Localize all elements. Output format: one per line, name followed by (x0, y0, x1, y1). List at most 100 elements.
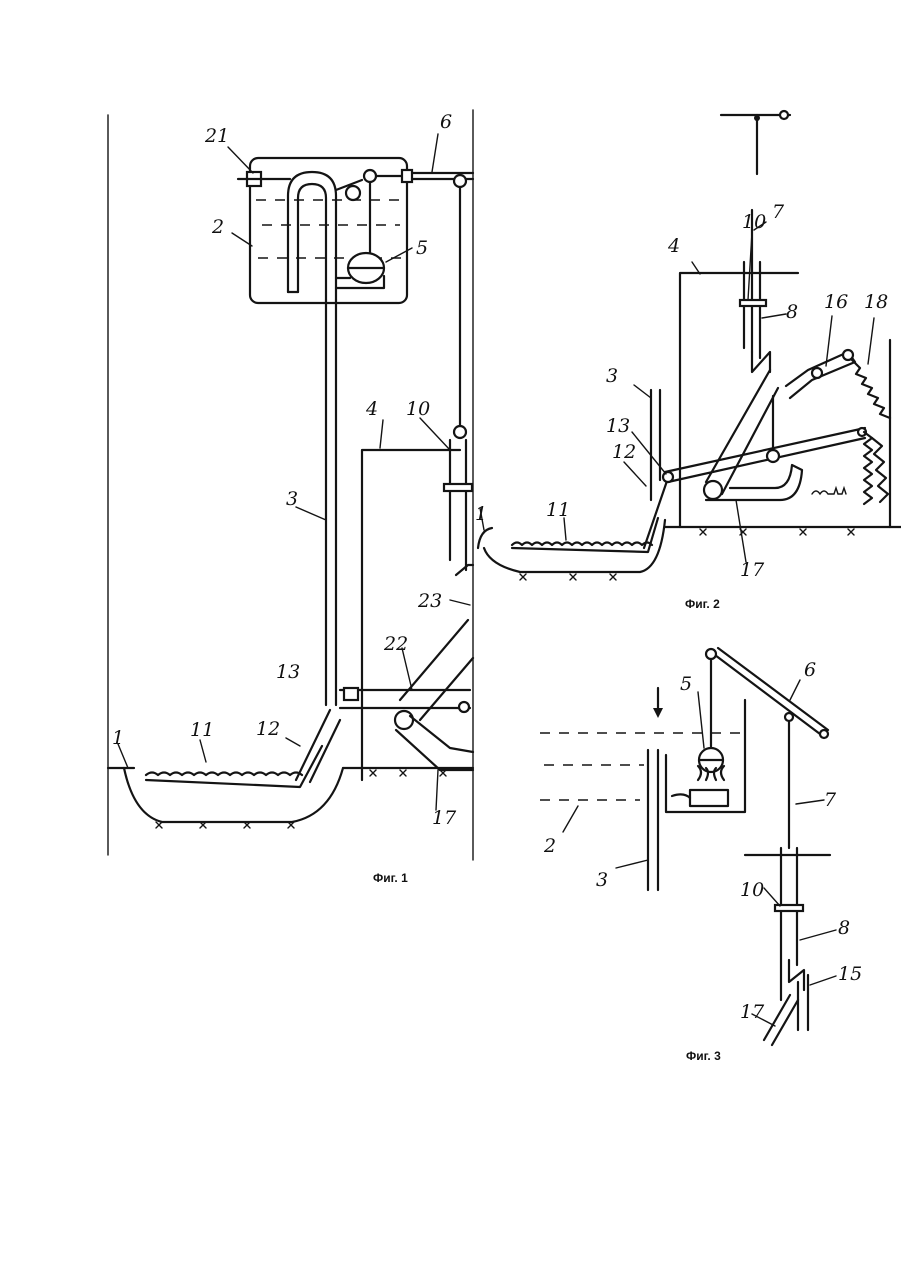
pulley (454, 175, 466, 187)
lever-pivot (364, 170, 376, 182)
label-22: 22 (383, 633, 408, 655)
float-base (690, 790, 728, 806)
lever-end-pivot (459, 702, 469, 712)
label-3: 3 (286, 488, 298, 510)
label-10: 10 (742, 211, 766, 233)
spring-right (872, 438, 888, 502)
basin-inner (512, 518, 658, 552)
label-13: 13 (276, 661, 300, 683)
label-12: 12 (612, 441, 636, 463)
label-1b: 1 (475, 503, 487, 525)
label-16: 16 (824, 291, 848, 313)
wall-4 (362, 450, 460, 780)
leader-18 (868, 318, 874, 364)
lever-13-bottom (668, 438, 865, 482)
siphon-inner (298, 184, 326, 300)
pipe-12 (644, 478, 668, 548)
lever-pivot (706, 649, 716, 659)
figure-2: 10 7 4 16 18 8 3 13 12 11 17 Фиг. 2 (484, 111, 901, 611)
label-4: 4 (667, 235, 680, 257)
leader-17 (436, 770, 438, 810)
leader-4 (380, 420, 383, 448)
leader-15 (810, 976, 836, 985)
feed-tube (672, 794, 690, 798)
leader-3 (634, 385, 651, 398)
label-1: 1 (112, 727, 124, 749)
label-8: 8 (838, 917, 850, 939)
leader-11 (564, 518, 566, 540)
label-13: 13 (606, 415, 630, 437)
flow-arrow-icon (653, 708, 663, 718)
holder-10 (444, 484, 472, 491)
pipe-12-inner (310, 720, 340, 782)
label-11: 11 (546, 499, 570, 521)
leader-2 (563, 806, 578, 832)
leader-23 (450, 600, 470, 605)
label-18: 18 (864, 291, 888, 313)
lever-mount (402, 170, 412, 182)
pedal-arm (706, 370, 778, 494)
link-pivot (812, 368, 822, 378)
figure-3: 5 6 7 2 3 10 8 15 17 Фиг. 3 (540, 648, 862, 1063)
basin-outer (124, 768, 343, 822)
lever-13-top (665, 428, 865, 472)
lever-joint (344, 688, 358, 700)
label-10: 10 (740, 879, 764, 901)
figure-1: 21 2 6 5 4 10 3 1 23 22 13 11 12 1 17 Фи… (108, 110, 492, 885)
label-3: 3 (596, 869, 608, 891)
caption-fig1: Фиг. 1 (373, 871, 408, 885)
grid-11 (512, 543, 652, 546)
spring-vertical (864, 432, 872, 504)
pedal-joint (767, 450, 779, 462)
leader-7 (796, 800, 824, 804)
leader-5 (698, 692, 704, 748)
siphon-outer (288, 172, 336, 300)
basin-outer (484, 520, 665, 572)
caption-fig3: Фиг. 3 (686, 1049, 721, 1063)
label-12: 12 (256, 718, 280, 740)
cistern (238, 158, 412, 303)
hook (456, 565, 473, 575)
label-17: 17 (740, 1001, 765, 1023)
lever-mid-pivot (785, 713, 793, 721)
label-10: 10 (406, 398, 430, 420)
label-21: 21 (204, 125, 229, 147)
top-pivot (780, 111, 788, 119)
label-15: 15 (838, 963, 862, 985)
label-5: 5 (416, 237, 428, 259)
small-mechanism (812, 488, 846, 494)
leader-6 (432, 134, 438, 172)
leader-10 (420, 418, 450, 450)
element-17 (764, 995, 798, 1045)
label-6: 6 (804, 659, 816, 681)
leader-12 (624, 462, 646, 486)
lever-end (820, 730, 828, 738)
holder-10 (740, 300, 766, 306)
leader-8 (762, 314, 786, 318)
label-6: 6 (440, 111, 452, 133)
label-7: 7 (824, 789, 837, 811)
lever-left-pivot (663, 472, 673, 482)
label-11: 11 (190, 719, 214, 741)
leader-11 (200, 740, 206, 762)
pivot-circle (346, 186, 360, 200)
label-17: 17 (740, 559, 765, 581)
label-3: 3 (606, 365, 618, 387)
leader-12 (286, 738, 300, 746)
label-17: 17 (432, 807, 457, 829)
top-joint (754, 115, 760, 121)
grid-11 (146, 773, 302, 776)
link-pivot (843, 350, 853, 360)
leader-10 (764, 888, 780, 906)
leader-3 (616, 860, 648, 868)
label-7: 7 (772, 201, 785, 223)
label-5: 5 (680, 673, 692, 695)
pedal-pivot (704, 481, 722, 499)
label-2: 2 (211, 216, 224, 238)
cord-pulley (454, 426, 466, 438)
leader-5 (386, 248, 412, 262)
leader-21 (228, 147, 253, 173)
label-23: 23 (417, 590, 442, 612)
